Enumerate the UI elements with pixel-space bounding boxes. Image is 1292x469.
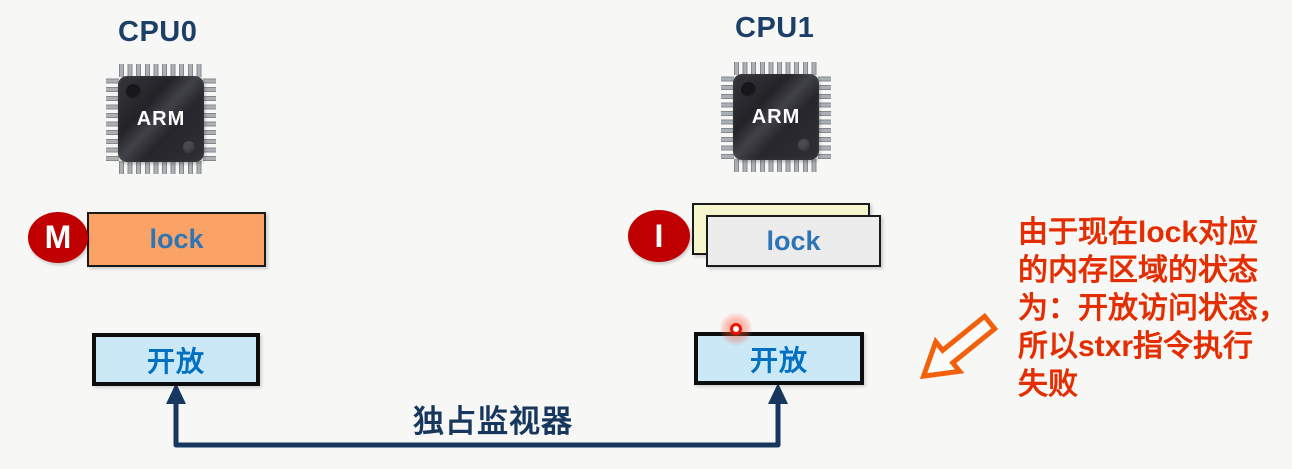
arm-logo-text: ARM [751, 105, 801, 128]
cpu0-chip-icon: ARM [106, 64, 216, 174]
cpu0-monitor-state-label: 开放 [146, 345, 205, 377]
chip-pins-left [721, 75, 734, 159]
chip-pins-right [203, 77, 216, 161]
cpu1-monitor-state-box: 开放 [694, 332, 864, 385]
cpu1-cache-line: lock [706, 215, 881, 267]
arm-logo-text: ARM [136, 107, 186, 130]
cpu0-lock-label: lock [149, 224, 204, 254]
chip-pins-top [119, 64, 203, 77]
cpu1-title: CPU1 [735, 12, 815, 44]
chip-pins-left [106, 77, 119, 161]
cpu0-mesi-state-badge: M [28, 212, 88, 263]
chip-dimple [126, 84, 141, 99]
chip-pins-bottom [119, 161, 203, 174]
chip-pins-bottom [734, 159, 818, 172]
chip-dimple [741, 82, 756, 97]
connector-arrowhead-left [166, 383, 186, 404]
hollow-pointer-arrow [919, 312, 999, 380]
cpu1-monitor-state-label: 开放 [749, 344, 808, 376]
cpu1-lock-label: lock [766, 225, 821, 256]
exclusive-monitor-label: 独占监视器 [413, 404, 573, 439]
chip-corner-dot [798, 139, 810, 151]
cpu1-mesi-state-badge: I [628, 210, 690, 262]
laser-pointer-dot [719, 312, 753, 346]
annotation-text: 由于现在lock对应 的内存区域的状态 为：开放访问状态， 所以stxr指令执行… [1018, 216, 1288, 401]
cpu0-cache-line: lock [87, 212, 266, 267]
cpu0-monitor-state-box: 开放 [92, 333, 260, 386]
chip-corner-dot [183, 141, 195, 153]
laser-pointer-ring [730, 323, 742, 335]
chip-pins-right [818, 75, 831, 159]
cpu0-title: CPU0 [118, 16, 198, 48]
connector-arrowhead-right [768, 383, 788, 404]
chip-body: ARM [733, 74, 819, 160]
cpu1-chip-icon: ARM [721, 62, 831, 172]
chip-body: ARM [118, 76, 204, 162]
chip-pins-top [734, 62, 818, 75]
